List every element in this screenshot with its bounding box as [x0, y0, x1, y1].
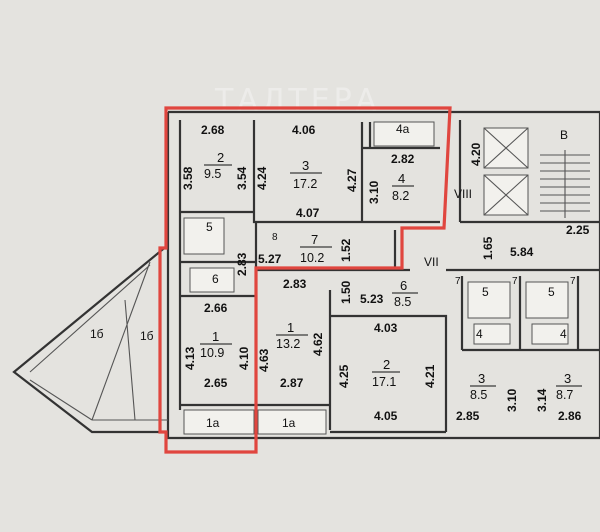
dim-2-66: 2.66	[204, 301, 228, 315]
dim-2-65: 2.65	[204, 376, 228, 390]
dim-4-07: 4.07	[296, 206, 320, 220]
wc-4-mid-label: 4	[476, 327, 483, 341]
wc-6-fixture	[189, 267, 235, 293]
dim-2-25: 2.25	[566, 223, 590, 237]
room-3a-area: 17.2	[293, 177, 317, 191]
room-2a-number: 2	[217, 150, 224, 165]
room-number-underlines	[200, 164, 582, 387]
elevator-cross-lower	[483, 174, 529, 216]
dim-4-25: 4.25	[337, 364, 351, 388]
dim-1-52: 1.52	[339, 238, 353, 262]
dim-1-50: 1.50	[339, 280, 353, 304]
room-1b-number: 1	[287, 320, 294, 335]
dim-4-13: 4.13	[183, 346, 197, 370]
wc-6-label: 6	[212, 272, 219, 286]
room-4a-label: 4а	[396, 122, 410, 136]
dim-2-82: 2.82	[391, 152, 415, 166]
balcony-1a-right-label: 1а	[282, 416, 296, 430]
wc-4-right-fixture	[531, 323, 569, 345]
dim-5-23: 5.23	[360, 292, 384, 306]
dim-4-62: 4.62	[311, 332, 325, 356]
bath-5-fixture	[183, 217, 225, 255]
room-2a-area: 9.5	[204, 167, 221, 181]
room-2b-area: 17.1	[372, 375, 396, 389]
room-3b-area: 8.5	[470, 388, 487, 402]
room-6-area: 8.5	[394, 295, 411, 309]
dim-3-10-a: 3.10	[367, 180, 381, 204]
dim-4-06: 4.06	[292, 123, 316, 137]
room-6-number: 6	[400, 278, 407, 293]
dim-2-86: 2.86	[558, 409, 582, 423]
dim-4-20: 4.20	[469, 142, 483, 166]
room-4a-fixture	[373, 121, 435, 147]
room-8-label: 8	[272, 232, 278, 243]
room-3c-number: 3	[564, 371, 571, 386]
vertical-dimensions: 3.58 3.54 4.24 4.27 3.10 4.20 1.65 2.83 …	[181, 142, 549, 412]
interior-walls	[178, 112, 600, 438]
room-7-area: 10.2	[300, 251, 324, 265]
bay-1b-left-label: 1б	[90, 327, 104, 341]
room-7c-label: 7	[570, 276, 576, 287]
dim-4-10: 4.10	[237, 346, 251, 370]
dim-4-03: 4.03	[374, 321, 398, 335]
bay-1b-right-label: 1б	[140, 329, 154, 343]
balcony-1a-left-label: 1а	[206, 416, 220, 430]
dim-2-83-a: 2.83	[235, 252, 249, 276]
balcony-1a-right	[257, 409, 327, 435]
dim-2-68: 2.68	[201, 123, 225, 137]
dim-3-10-b: 3.10	[505, 388, 519, 412]
dim-1-65: 1.65	[481, 236, 495, 260]
bay-window-lines	[29, 261, 168, 421]
room-3b-number: 3	[478, 371, 485, 386]
room-3c-area: 8.7	[556, 388, 573, 402]
dim-2-85: 2.85	[456, 409, 480, 423]
dim-4-24: 4.24	[255, 166, 269, 190]
bath-5-right-fixture	[525, 281, 569, 319]
bath-5-label: 5	[206, 220, 213, 234]
dim-2-83-b: 2.83	[283, 277, 307, 291]
room-2b-number: 2	[383, 357, 390, 372]
apartment-highlight-outline	[158, 106, 452, 454]
bath-5-right-label: 5	[548, 285, 555, 299]
room-1a-area: 10.9	[200, 346, 224, 360]
balcony-1a-left	[183, 409, 255, 435]
room-7a-label: 7	[455, 276, 461, 287]
staircase	[540, 150, 590, 218]
bath-5-mid-fixture	[467, 281, 511, 319]
dim-5-84: 5.84	[510, 245, 534, 259]
dim-3-54: 3.54	[235, 166, 249, 190]
dim-4-05: 4.05	[374, 409, 398, 423]
dim-2-87: 2.87	[280, 376, 304, 390]
wc-4-mid-fixture	[473, 323, 511, 345]
room-1a-number: 1	[212, 329, 219, 344]
room-1b-area: 13.2	[276, 337, 300, 351]
dim-4-63: 4.63	[257, 348, 271, 372]
outer-wall	[12, 110, 600, 440]
dim-4-21: 4.21	[423, 364, 437, 388]
dim-4-27: 4.27	[345, 168, 359, 192]
dim-3-14: 3.14	[535, 388, 549, 412]
room-4a-area: 8.2	[392, 189, 409, 203]
dim-5-27: 5.27	[258, 252, 282, 266]
stair-b-label: B	[560, 128, 568, 142]
corridor-vii-label: VII	[424, 255, 439, 269]
room-3a-number: 3	[302, 158, 309, 173]
room-7-number: 7	[311, 232, 318, 247]
elevator-cross-upper	[483, 127, 529, 169]
bath-5-mid-label: 5	[482, 285, 489, 299]
room-7b-label: 7	[512, 276, 518, 287]
corridor-viii-label: VIII	[454, 187, 472, 201]
room-4a-number: 4	[398, 171, 405, 186]
dim-3-58: 3.58	[181, 166, 195, 190]
wc-4-right-label: 4	[560, 327, 567, 341]
